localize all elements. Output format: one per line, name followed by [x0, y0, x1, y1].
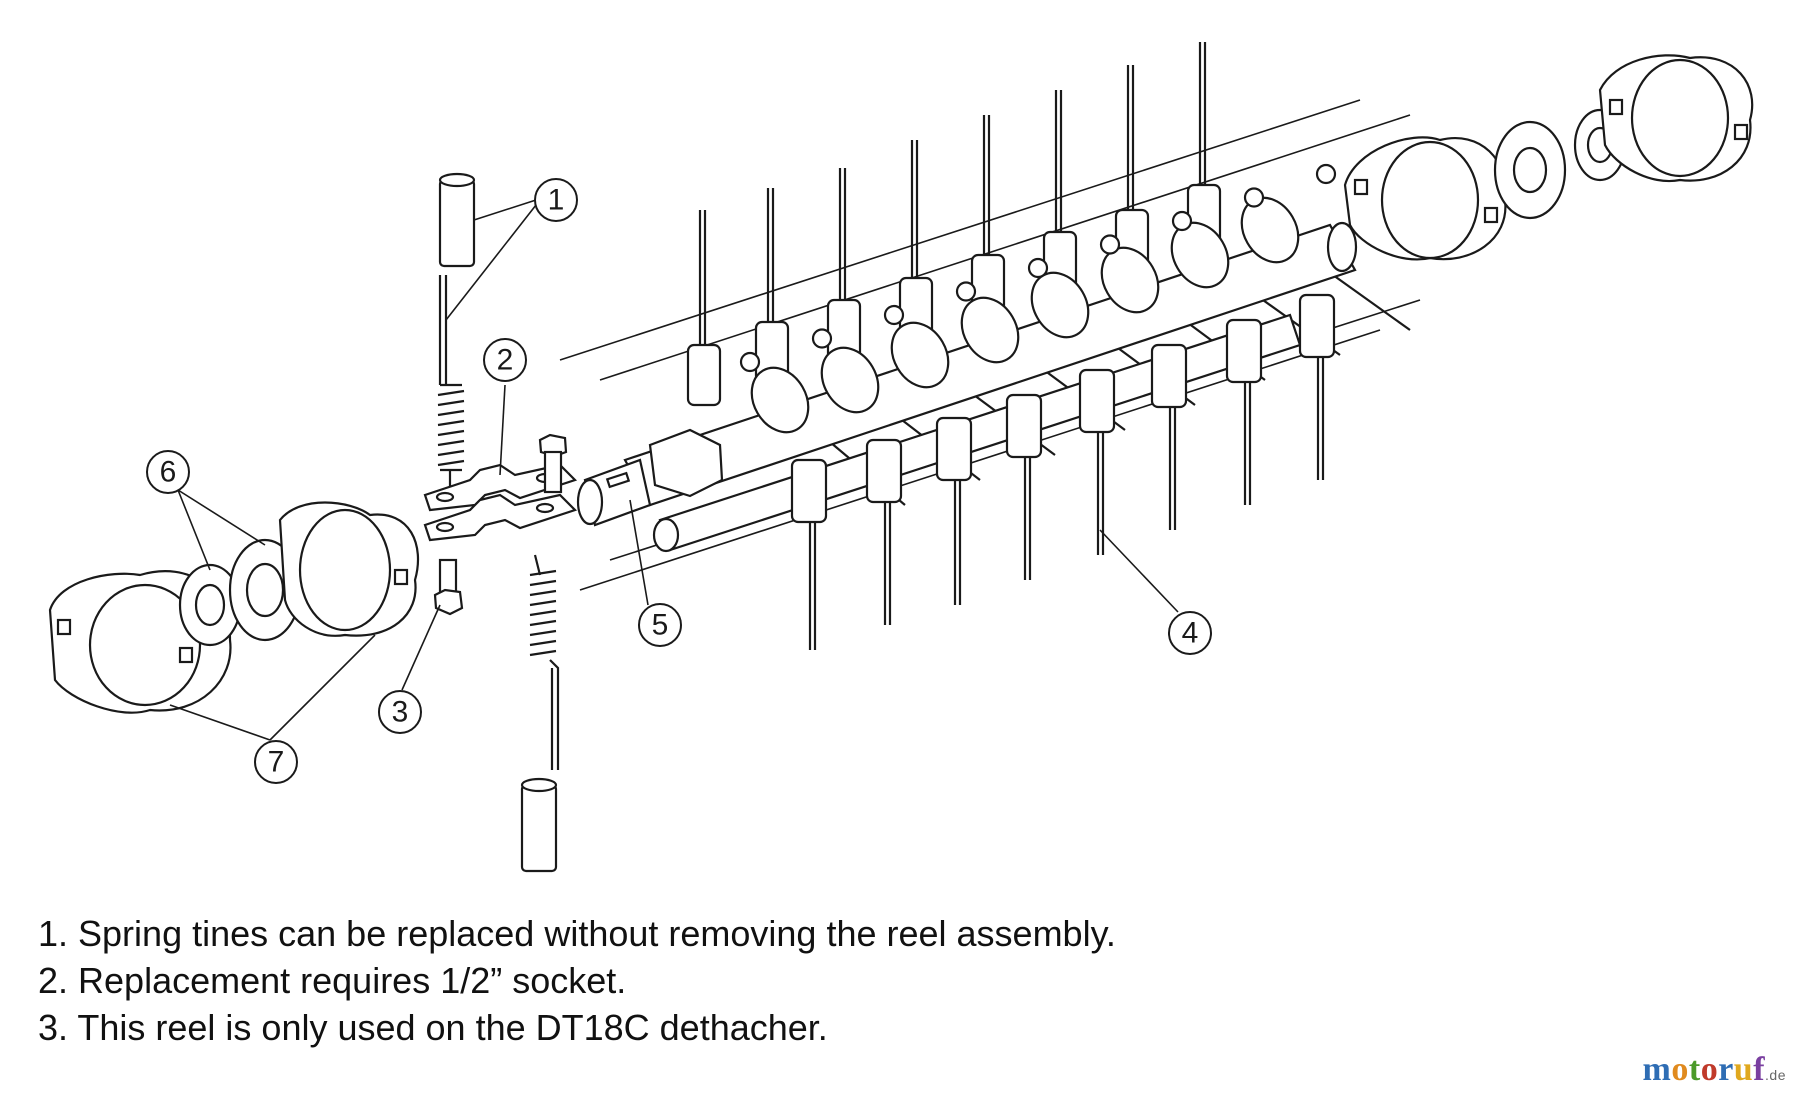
tine-holder	[1298, 293, 1336, 359]
tine-holder	[1150, 343, 1188, 409]
tine	[1096, 430, 1105, 555]
callout-3-label: 3	[392, 696, 409, 729]
logo-letter: m	[1642, 1051, 1672, 1088]
tine	[1168, 405, 1177, 530]
tine	[1054, 90, 1063, 232]
callout-3: 3	[378, 690, 422, 734]
tine	[766, 188, 775, 322]
note-item: 1. Spring tines can be replaced without …	[38, 913, 1116, 954]
callout-2: 2	[483, 338, 527, 382]
tine-holder	[686, 343, 722, 407]
tine-loop	[1099, 234, 1121, 255]
tine-holder	[960, 296, 1020, 364]
leader-lines	[169, 199, 1179, 741]
logo-letter: f	[1753, 1051, 1766, 1088]
spring-tine-lower	[520, 554, 560, 873]
callout-1: 1	[534, 178, 578, 222]
note-item: 2. Replacement requires 1/2” socket.	[38, 960, 627, 1001]
tine-holder	[1078, 368, 1116, 434]
callout-6-label: 6	[160, 456, 177, 489]
logo-letter: u	[1733, 1051, 1754, 1088]
callout-2-label: 2	[497, 344, 514, 377]
tine-loop	[811, 328, 833, 349]
notes-list: 1. Spring tines can be replaced without …	[38, 910, 1116, 1051]
tine	[1023, 455, 1032, 580]
tine-loop	[1171, 210, 1193, 232]
bolt-lower	[433, 558, 464, 616]
bolt-upper	[538, 433, 568, 494]
tine	[1198, 42, 1207, 185]
tine	[698, 210, 707, 345]
logo-letter: t	[1688, 1051, 1701, 1088]
tine-loop	[1027, 257, 1049, 279]
callout-5-label: 5	[652, 609, 669, 642]
logo-letter: o	[1700, 1051, 1719, 1088]
exploded-parts-diagram: 1 2 3 4 5 6 7	[48, 42, 1754, 873]
logo-letters: motoruf	[1643, 1051, 1766, 1088]
tine	[910, 140, 919, 278]
tine	[838, 168, 847, 300]
callout-5: 5	[638, 603, 682, 647]
tine-holder	[1005, 393, 1043, 459]
flange-right-inner	[1343, 136, 1507, 261]
tine-loop	[1315, 163, 1337, 185]
bearing-housing-left	[228, 538, 302, 642]
flange-right-outer	[1598, 54, 1754, 183]
flange-left-inner	[278, 501, 420, 637]
tine-holder	[1225, 318, 1263, 384]
bearing-housing-right	[1493, 120, 1567, 220]
tine-loop	[1243, 187, 1265, 208]
logo-letter: o	[1671, 1051, 1689, 1088]
tine-holder	[890, 321, 950, 389]
tine	[808, 520, 817, 650]
motoruf-logo: motoruf.de	[1643, 1051, 1786, 1089]
tine-holder	[790, 458, 828, 524]
logo-letter: r	[1718, 1051, 1734, 1088]
tine-holder	[865, 438, 903, 504]
tine	[982, 115, 991, 255]
tine	[953, 478, 962, 605]
callout-7: 7	[254, 740, 298, 784]
spring-tine-upper	[437, 172, 476, 501]
note-item: 3. This reel is only used on the DT18C d…	[38, 1007, 828, 1048]
tine-holder	[820, 346, 880, 414]
tine-holder	[750, 366, 810, 434]
tine-holder	[935, 416, 973, 482]
tine	[883, 500, 892, 625]
callout-1-label: 1	[548, 184, 565, 217]
tine-holders	[686, 163, 1337, 524]
bearing-left	[178, 563, 242, 647]
tine-loop	[739, 351, 761, 373]
tine-loop	[955, 281, 977, 302]
tine	[1316, 355, 1325, 480]
tine-loop	[883, 304, 905, 326]
logo-suffix: .de	[1765, 1067, 1786, 1083]
callout-4: 4	[1168, 611, 1212, 655]
tine	[1126, 65, 1135, 210]
callout-6: 6	[146, 450, 190, 494]
callout-7-label: 7	[268, 746, 285, 779]
tine	[1243, 380, 1252, 505]
callout-4-label: 4	[1182, 617, 1199, 650]
